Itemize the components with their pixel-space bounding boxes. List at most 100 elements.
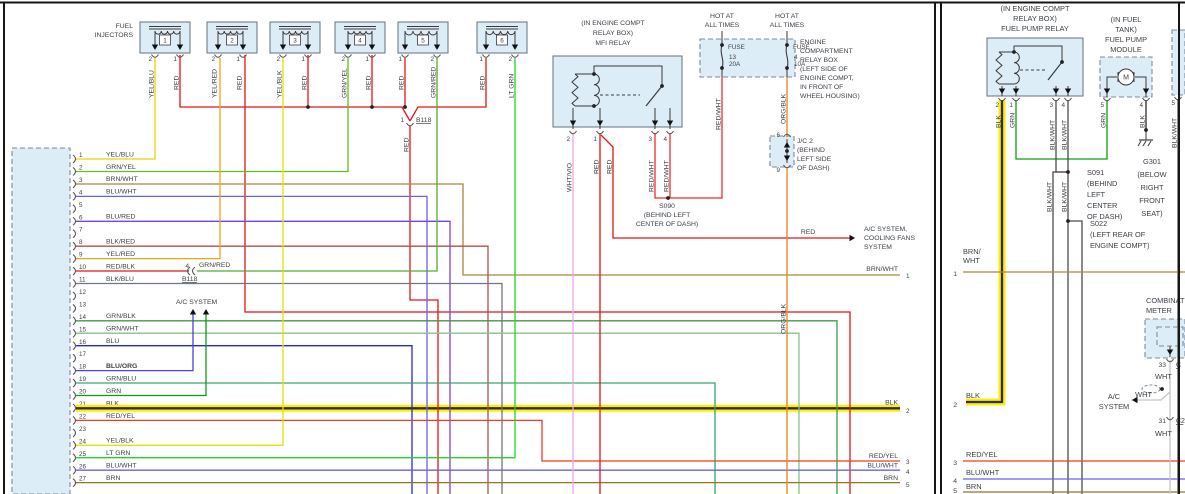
- arrowhead-d: [666, 120, 674, 126]
- pin-bracket: [1142, 97, 1150, 102]
- label-red-yel: RED/YEL: [966, 450, 998, 459]
- wire-red-yel: [76, 419, 900, 462]
- label-1: 1: [301, 56, 305, 63]
- arrowhead-u: [202, 309, 210, 315]
- label-1: 1: [173, 56, 177, 63]
- label-1: 1: [479, 56, 483, 63]
- wire-grn-yel: [76, 58, 349, 173]
- label-red: RED: [174, 76, 181, 90]
- wire-brn-wht: [76, 183, 900, 276]
- pin-bracket: [72, 266, 77, 276]
- pin-bracket: [482, 54, 490, 58]
- pin-bracket: [72, 291, 77, 301]
- junction-dot: [306, 105, 310, 109]
- label-grn-blu: GRN/BLU: [106, 375, 136, 382]
- label-5: 5: [1171, 100, 1175, 107]
- relay-top-link: [593, 65, 663, 86]
- label--left-rear-of: (LEFT REAR OF: [1090, 230, 1146, 239]
- label-5: 5: [421, 38, 425, 45]
- label-11: 11: [79, 277, 86, 284]
- arrowhead-d: [998, 88, 1006, 94]
- label-blk: BLK: [966, 391, 980, 400]
- label-5: 5: [953, 488, 957, 494]
- label--in-engine-compt: (IN ENGINE COMPT: [581, 20, 644, 27]
- pin-bracket: [783, 133, 791, 138]
- blk-fp-relay: [966, 100, 1004, 404]
- label-red: RED: [237, 76, 244, 90]
- label-13: 13: [729, 54, 737, 61]
- label-grn-yel: GRN/YEL: [106, 164, 136, 171]
- fuse-element: [720, 44, 724, 69]
- junction-dot: [785, 149, 789, 153]
- label--in-engine-compt: (IN ENGINE COMPT: [1001, 4, 1070, 13]
- arrowhead-d: [304, 44, 312, 50]
- label-grn-blk: GRN/BLK: [106, 313, 136, 320]
- label-20: 20: [79, 389, 87, 396]
- label-blu-wht: BLU/WHT: [867, 463, 898, 470]
- label-blu-red: BLU/RED: [106, 214, 136, 221]
- pin-bracket: [72, 366, 77, 376]
- pin-bracket: [72, 453, 77, 463]
- pin-bracket: [279, 54, 287, 58]
- inline-connector-oval: [1141, 384, 1161, 394]
- label-grn-red: GRN/RED: [431, 67, 438, 98]
- label-org-blk: ORG/BLK: [781, 303, 788, 334]
- label-1: 1: [236, 56, 240, 63]
- label-19: 19: [79, 376, 87, 383]
- pin-bracket: [72, 254, 77, 264]
- label-blk-wht: BLK/WHT: [1062, 120, 1069, 150]
- label-blu-org: BLU/ORG: [106, 363, 137, 370]
- label-2: 2: [148, 56, 152, 63]
- pin-bracket: [72, 341, 77, 351]
- label-red: RED: [594, 160, 601, 174]
- label-2: 2: [341, 56, 345, 63]
- junction-dot: [1066, 219, 1070, 223]
- label-system: SYSTEM: [1099, 402, 1129, 411]
- injector-coil: [282, 30, 309, 35]
- pin-bracket: [72, 465, 77, 475]
- label-8: 8: [79, 239, 83, 246]
- injector-number-box: [417, 34, 429, 46]
- pin-bracket: [239, 54, 247, 58]
- label-right: RIGHT: [1141, 183, 1164, 192]
- label-org-blk: ORG/BLK: [781, 93, 788, 124]
- junction-dot: [666, 196, 670, 200]
- wire-grn-red: [197, 58, 438, 272]
- arrowhead-d: [569, 120, 577, 126]
- label-yel-blk: YEL/BLK: [277, 70, 284, 98]
- pin-bracket: [783, 164, 791, 169]
- coil: [1013, 51, 1020, 85]
- pin-bracket: [1052, 97, 1060, 102]
- wire-blu-wht-4: [76, 195, 428, 494]
- junction-dot: [592, 72, 596, 76]
- pin-bracket: [1166, 416, 1174, 421]
- label-fuel-pump-relay: FUEL PUMP RELAY: [1001, 24, 1069, 33]
- pin-bracket: [998, 97, 1006, 102]
- wire-yel-red: [76, 58, 221, 260]
- label-brn: BRN: [106, 475, 120, 482]
- pin-bracket: [72, 440, 77, 450]
- label-red: RED: [801, 229, 815, 236]
- fuse-box: [699, 38, 796, 78]
- label-injectors: INJECTORS: [95, 32, 134, 39]
- label-meter: METER: [1146, 306, 1172, 315]
- label-grn-wht: GRN/WHT: [106, 326, 138, 333]
- pin-bracket: [72, 191, 77, 201]
- label-blk-wht: BLK/WHT: [1172, 118, 1179, 148]
- arrowhead-d: [596, 120, 604, 126]
- label-blk-red: BLK/RED: [106, 238, 135, 245]
- pin-bracket: [151, 54, 159, 58]
- wire-blu-org: [76, 311, 194, 372]
- label-18: 18: [79, 364, 87, 371]
- label-1: 1: [593, 136, 597, 143]
- label-yel-blu: YEL/BLU: [149, 70, 156, 98]
- label-2: 2: [211, 56, 215, 63]
- label--left-side-of: (LEFT SIDE OF: [800, 66, 848, 73]
- label-4: 4: [663, 136, 667, 143]
- label-2: 2: [566, 136, 570, 143]
- label-brn-wht: BRN/WHT: [866, 266, 898, 273]
- label-6: 6: [500, 38, 504, 45]
- label-15: 15: [79, 326, 87, 333]
- wire-yel-blk: [76, 58, 284, 446]
- label-blk-blu: BLK/BLU: [106, 276, 134, 283]
